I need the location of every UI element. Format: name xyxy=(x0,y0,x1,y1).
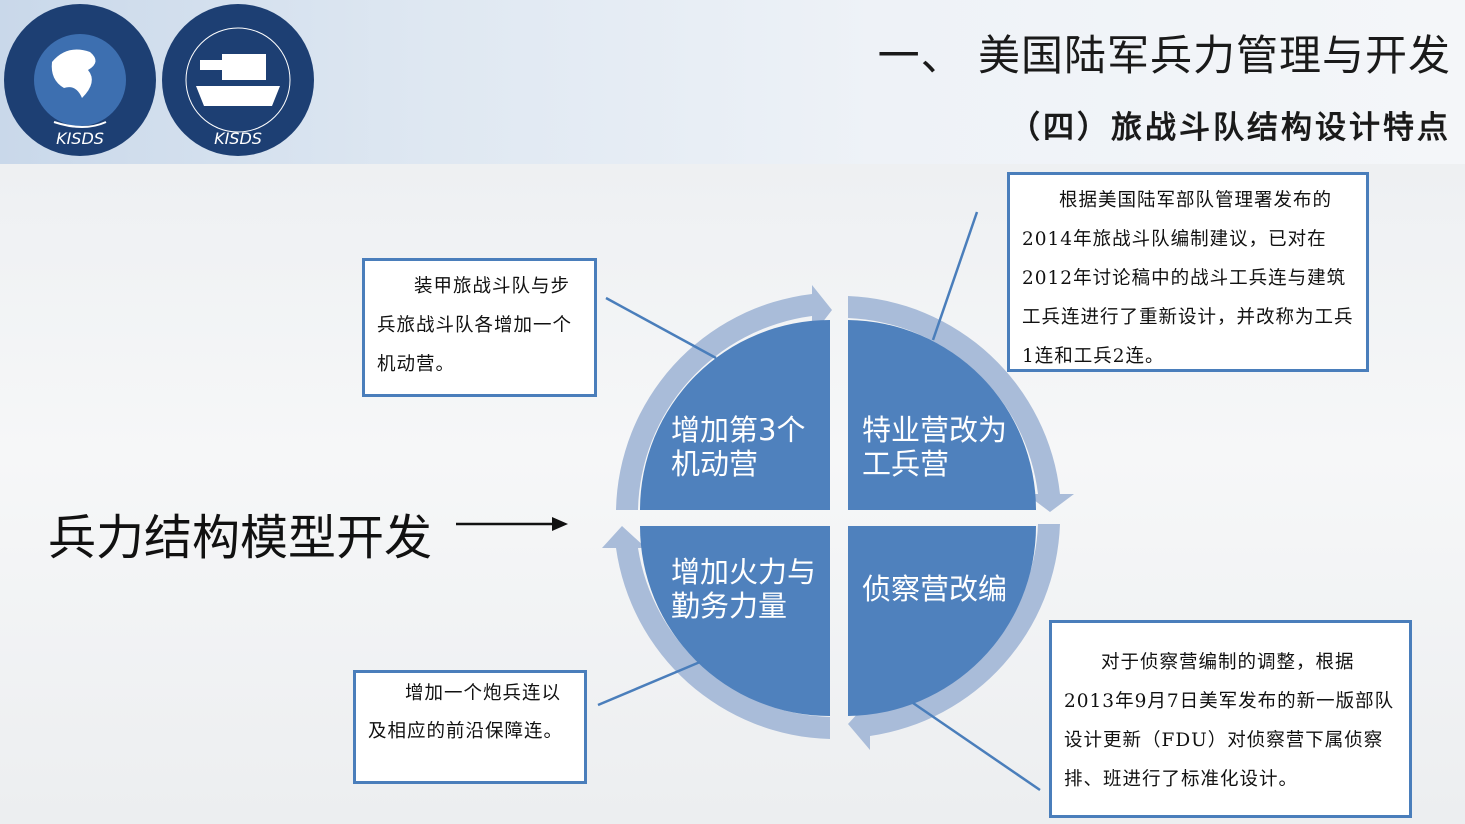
quadrant-label-maneuver: 增加第3个机动营 xyxy=(671,413,806,481)
ring-arrow-top-right xyxy=(848,296,1074,512)
callout-line-bottom-right xyxy=(912,701,1041,792)
note-top-left: 装甲旅战斗队与步兵旅战斗队各增加一个机动营。 xyxy=(362,258,597,397)
note-bottom-left: 增加一个炮兵连以及相应的前沿保障连。 xyxy=(353,670,587,784)
quadrant-top-left xyxy=(640,320,830,510)
slide-title: 一、 美国陆军兵力管理与开发 xyxy=(877,31,1451,80)
quadrant-label-fires: 增加火力与勤务力量 xyxy=(671,555,817,623)
slide-subtitle: （四）旅战斗队结构设计特点 xyxy=(1009,110,1451,146)
cycle-ring-arrows xyxy=(602,285,1074,750)
kisds-globe-logo: KISDS xyxy=(4,4,156,156)
quadrant-top-right xyxy=(848,320,1036,510)
ring-arrow-top-left xyxy=(616,285,832,510)
header-band: KISDS KISDS 一、 美国陆军兵力管理与开发 （四）旅战斗队结构设计特点 xyxy=(0,0,1465,164)
callout-line-bottom-left xyxy=(597,660,701,707)
quadrant-label-recon: 侦察营改编 xyxy=(862,572,1008,606)
svg-text:KISDS: KISDS xyxy=(214,129,262,148)
note-bottom-right: 对于侦察营编制的调整，根据2013年9月7日美军发布的新一版部队设计更新（FDU… xyxy=(1049,620,1412,818)
quadrant-label-engineer: 特业营改为工兵营 xyxy=(862,413,1008,481)
callout-line-top-left xyxy=(605,296,717,360)
note-top-right: 根据美国陆军部队管理署发布的2014年旅战斗队编制建议，已对在2012年讨论稿中… xyxy=(1007,172,1369,372)
ring-arrow-bottom-left xyxy=(602,526,830,739)
callout-line-top-right xyxy=(931,211,979,341)
ring-arrow-bottom-right xyxy=(848,524,1060,750)
kisds-tank-logo: KISDS xyxy=(162,4,314,156)
main-arrow-icon xyxy=(456,517,568,531)
quadrant-bottom-right xyxy=(848,526,1036,716)
main-label: 兵力结构模型开发 xyxy=(48,510,433,566)
svg-text:KISDS: KISDS xyxy=(56,129,104,148)
quadrant-bottom-left xyxy=(640,526,830,716)
